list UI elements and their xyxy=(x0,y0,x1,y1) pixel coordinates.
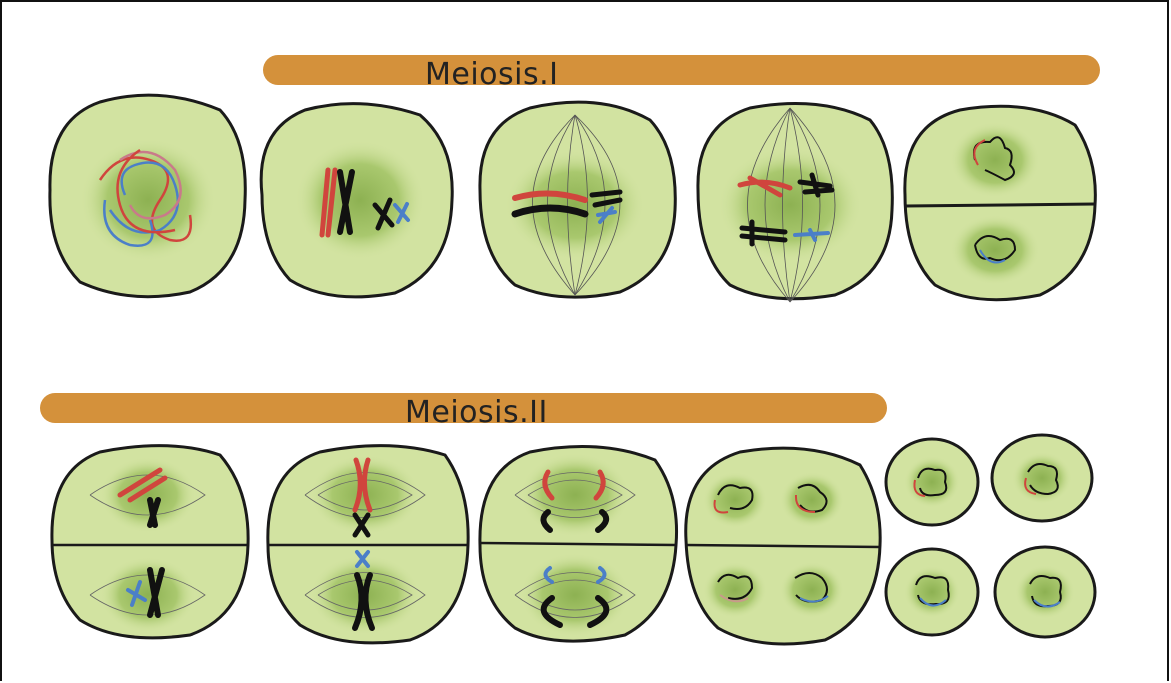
meiosis-1-title: Meiosis.I xyxy=(425,57,559,92)
cell-anaphase-1 xyxy=(698,104,892,302)
cell-prophase-2 xyxy=(52,446,248,638)
cell-telophase-1 xyxy=(905,106,1095,299)
meiosis-2-banner: Meiosis.II xyxy=(55,395,872,430)
gamete-4 xyxy=(995,547,1095,637)
cell-anaphase-2 xyxy=(480,447,677,642)
gamete-3 xyxy=(886,549,978,635)
cell-prophase-1 xyxy=(50,95,245,297)
cell-late-prophase-1 xyxy=(261,104,452,297)
cell-telophase-2 xyxy=(686,448,880,644)
gamete-1 xyxy=(886,439,978,525)
gamete-2 xyxy=(992,435,1092,521)
cell-metaphase-2 xyxy=(268,446,468,643)
cell-metaphase-1 xyxy=(480,102,675,297)
meiosis-1-banner: Meiosis.I xyxy=(278,57,1085,92)
meiosis-2-title: Meiosis.II xyxy=(405,395,548,430)
